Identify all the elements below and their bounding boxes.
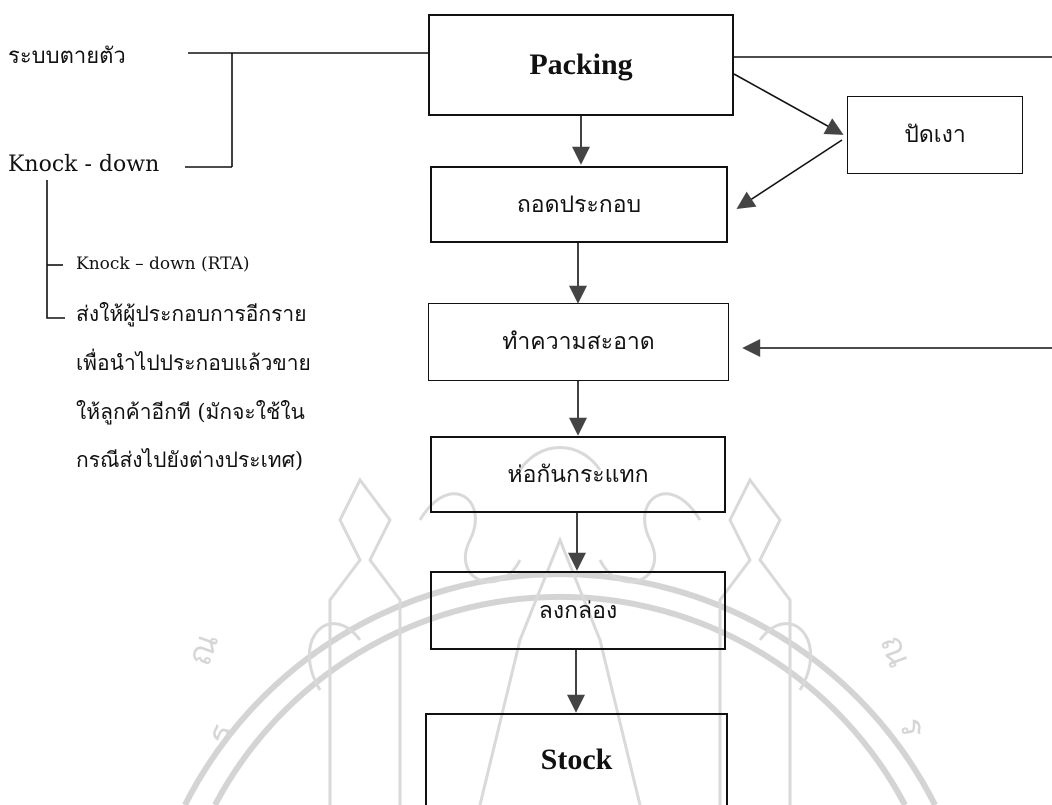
- knock-down-note-line: เพื่อนำไปประกอบแล้วขาย: [76, 351, 311, 375]
- shading-to-disassemble-arrow: [736, 139, 843, 209]
- wrap-protect-node: ห่อกันกระแทก: [430, 436, 726, 513]
- disassemble-label: ถอดประกอบ: [516, 191, 642, 218]
- boxing-node: ลงกล่อง: [430, 571, 726, 650]
- knock-down-bracket: [46, 180, 65, 319]
- shading-label: ปัดเงา: [904, 122, 966, 148]
- stock-node: Stock: [425, 713, 728, 805]
- disassemble-node: ถอดประกอบ: [430, 166, 728, 243]
- packing-label: Packing: [529, 48, 633, 81]
- knock-down-note-line: ให้ลูกค้าอีกที (มักจะใช้ใน: [76, 400, 305, 424]
- fixed-system-label: ระบบตายตัว: [8, 44, 126, 69]
- shading-node: ปัดเงา: [847, 96, 1023, 174]
- cleaning-node: ทำความสะอาด: [428, 303, 729, 381]
- boxing-label: ลงกล่อง: [538, 597, 618, 624]
- knock-down-note-line: กรณีส่งไปยังต่างประเทศ): [76, 448, 304, 472]
- wrap-protect-label: ห่อกันกระแทก: [507, 461, 649, 488]
- knock-down-note-line: ส่งให้ผู้ประกอบการอีกราย: [76, 302, 307, 326]
- cleaning-label: ทำความสะอาด: [502, 329, 655, 355]
- stock-label: Stock: [540, 743, 613, 776]
- packing-to-shading-arrow: [733, 73, 844, 135]
- packing-node: Packing: [428, 14, 734, 116]
- knock-down-label: Knock - down: [8, 152, 160, 177]
- knock-down-note-line: Knock – down (RTA): [76, 254, 250, 274]
